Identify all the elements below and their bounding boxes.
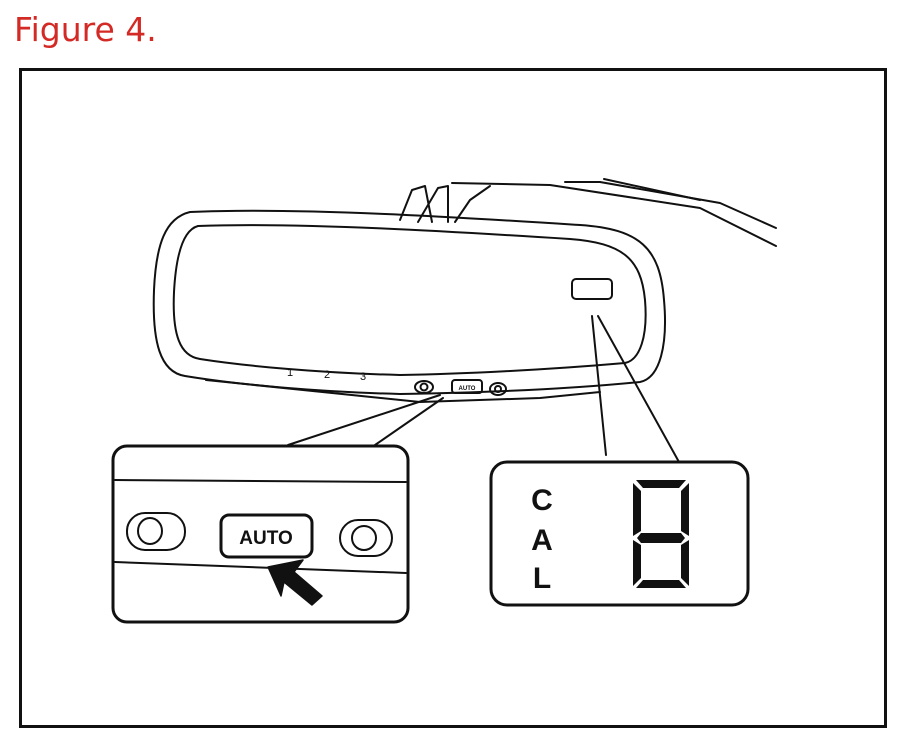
headliner-lines [451, 178, 777, 247]
display-letter-a: A [531, 524, 553, 557]
auto-button[interactable] [219, 513, 314, 559]
mirror-label-1: 1 [287, 367, 293, 379]
mirror-label-3: 3 [360, 371, 366, 383]
mirror-label-2: 2 [324, 369, 330, 381]
mirror-auto-label: AUTO [459, 386, 476, 392]
callout-line-left-inner [374, 397, 444, 446]
cal-display-box [489, 460, 750, 607]
pointing-arrow-icon [267, 559, 323, 606]
auto-callout-box [111, 444, 410, 624]
left-oval-button[interactable] [126, 512, 186, 551]
auto-button-label: AUTO [239, 528, 292, 549]
display-window [571, 278, 613, 300]
figure-frame [19, 68, 887, 728]
figure-title: Figure 4. [14, 10, 157, 49]
right-oval-button[interactable] [339, 519, 393, 557]
display-letter-c: C [531, 484, 553, 517]
display-letter-l: L [533, 562, 551, 595]
callout-line-right-outer [591, 315, 607, 456]
mirror-housing [152, 209, 666, 403]
callout-line-right-inner [597, 315, 680, 463]
mirror-mount [399, 185, 491, 223]
seven-segment-eight-icon [633, 480, 689, 588]
callout-line-left-outer [287, 394, 441, 446]
mirror-buttons [414, 379, 507, 396]
